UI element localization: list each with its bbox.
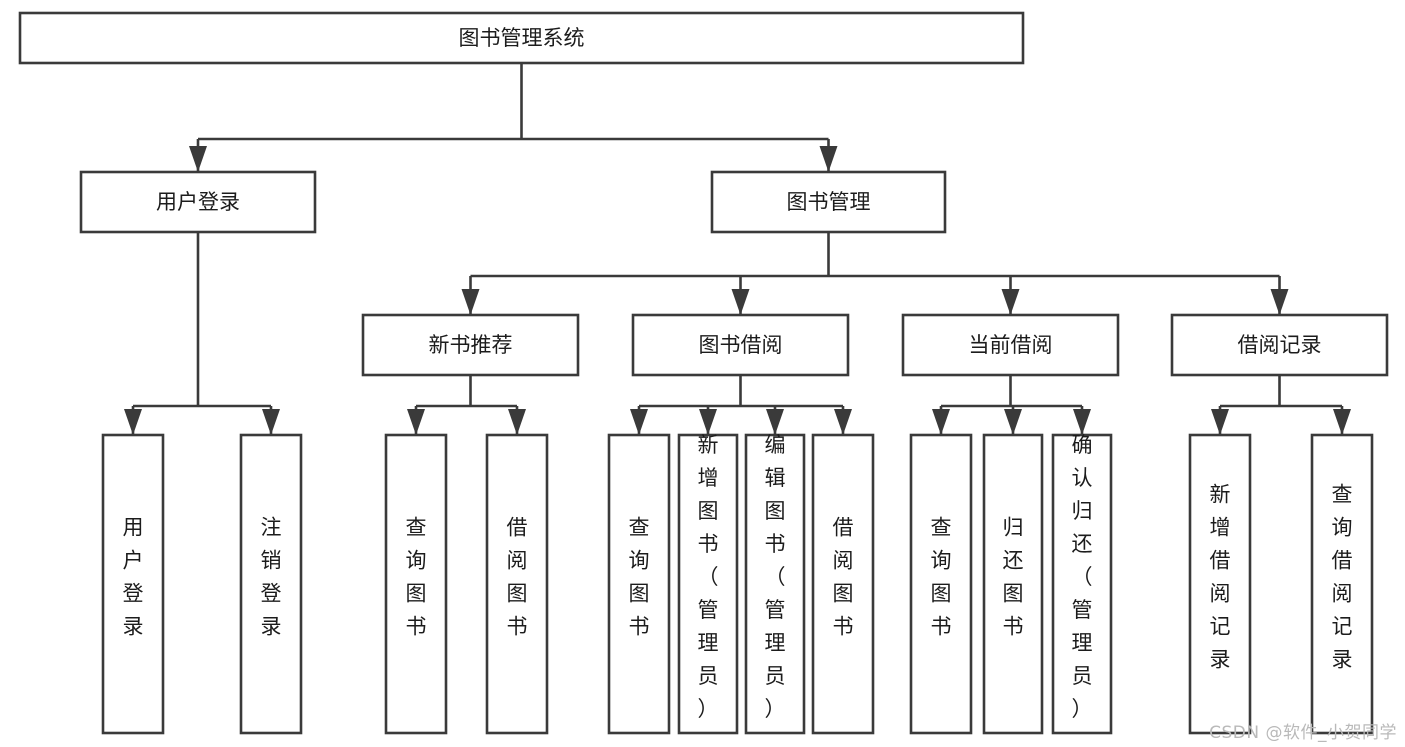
node-label-leaf-edit-book-admin: 编辑图书（管理员） (765, 433, 786, 721)
arrow-head (1004, 409, 1022, 435)
node-leaf-query-book-borrow[interactable]: 查询图书 (607, 433, 671, 735)
node-label-leaf-add-borrow-record: 新增借阅记录 (1210, 483, 1231, 672)
node-box-new-book-recommend (361, 313, 580, 377)
node-leaf-add-borrow-record[interactable]: 新增借阅记录 (1188, 433, 1252, 735)
node-label-root: 图书管理系统 (459, 26, 585, 50)
nodes-layer: 图书管理系统用户登录图书管理新书推荐图书借阅当前借阅借阅记录用户登录注销登录查询… (18, 11, 1389, 735)
node-label-leaf-add-book-admin: 新增图书（管理员） (698, 433, 719, 721)
arrow-head (1333, 409, 1351, 435)
node-leaf-borrow-book[interactable]: 借阅图书 (811, 433, 875, 735)
node-current-borrow[interactable]: 当前借阅 (901, 313, 1120, 377)
arrow-head (189, 146, 207, 172)
arrow-head (262, 409, 280, 435)
node-box-leaf-query-book-borrow (607, 433, 671, 735)
arrow-head (1001, 289, 1020, 315)
arrow-head (1270, 289, 1289, 315)
arrow-head (407, 409, 425, 435)
arrow-head (1073, 409, 1091, 435)
node-box-leaf-borrow-book (811, 433, 875, 735)
arrow-head (124, 409, 142, 435)
node-label-new-book-recommend: 新书推荐 (429, 333, 513, 357)
arrow-head (461, 289, 480, 315)
node-label-leaf-query-borrow-record: 查询借阅记录 (1332, 483, 1353, 672)
node-label-leaf-confirm-return-admin: 确认归还（管理员） (1072, 433, 1093, 721)
arrow-head (1211, 409, 1229, 435)
node-label-leaf-borrow-book-recommend: 借阅图书 (507, 516, 528, 639)
node-leaf-edit-book-admin[interactable]: 编辑图书（管理员） (744, 433, 806, 735)
node-user-login[interactable]: 用户登录 (79, 170, 317, 234)
node-box-leaf-user-logout (239, 433, 303, 735)
node-box-leaf-confirm-return-admin (1051, 433, 1113, 735)
watermark-text: CSDN @软件_小贺同学 (1209, 723, 1397, 743)
node-leaf-query-book-current[interactable]: 查询图书 (909, 433, 973, 735)
arrow-head (932, 409, 950, 435)
arrow-head (699, 409, 717, 435)
arrow-head (834, 409, 852, 435)
node-label-leaf-borrow-book: 借阅图书 (833, 516, 854, 639)
node-label-user-login: 用户登录 (156, 190, 240, 214)
node-box-leaf-edit-book-admin (744, 433, 806, 735)
node-box-leaf-query-borrow-record (1310, 433, 1374, 735)
node-label-current-borrow: 当前借阅 (969, 333, 1053, 357)
node-box-leaf-query-book-current (909, 433, 973, 735)
node-book-manage[interactable]: 图书管理 (710, 170, 947, 234)
node-label-book-borrow: 图书借阅 (699, 333, 783, 357)
node-label-book-manage: 图书管理 (787, 190, 871, 214)
node-box-leaf-user-login (101, 433, 165, 735)
node-label-leaf-query-book-recommend: 查询图书 (406, 516, 427, 639)
node-new-book-recommend[interactable]: 新书推荐 (361, 313, 580, 377)
node-leaf-user-logout[interactable]: 注销登录 (239, 433, 303, 735)
node-label-leaf-query-book-current: 查询图书 (931, 516, 952, 639)
node-leaf-confirm-return-admin[interactable]: 确认归还（管理员） (1051, 433, 1113, 735)
node-label-leaf-user-login: 用户登录 (123, 516, 144, 639)
node-leaf-query-borrow-record[interactable]: 查询借阅记录 (1310, 433, 1374, 735)
connectors-layer (124, 63, 1351, 435)
node-leaf-query-book-recommend[interactable]: 查询图书 (384, 433, 448, 735)
arrow-head (508, 409, 526, 435)
node-root[interactable]: 图书管理系统 (18, 11, 1025, 65)
arrow-head (819, 146, 838, 172)
node-label-leaf-return-book: 归还图书 (1003, 516, 1024, 639)
node-box-leaf-add-book-admin (677, 433, 739, 735)
node-book-borrow[interactable]: 图书借阅 (631, 313, 850, 377)
node-label-leaf-user-logout: 注销登录 (261, 516, 282, 639)
arrow-head (766, 409, 784, 435)
node-box-current-borrow (901, 313, 1120, 377)
node-box-book-borrow (631, 313, 850, 377)
node-leaf-add-book-admin[interactable]: 新增图书（管理员） (677, 433, 739, 735)
arrow-head (731, 289, 750, 315)
arrow-head (630, 409, 648, 435)
node-box-book-manage (710, 170, 947, 234)
node-box-leaf-query-book-recommend (384, 433, 448, 735)
node-borrow-record[interactable]: 借阅记录 (1170, 313, 1389, 377)
node-box-leaf-return-book (982, 433, 1044, 735)
node-leaf-borrow-book-recommend[interactable]: 借阅图书 (485, 433, 549, 735)
node-box-borrow-record (1170, 313, 1389, 377)
node-label-leaf-query-book-borrow: 查询图书 (629, 516, 650, 639)
node-leaf-user-login[interactable]: 用户登录 (101, 433, 165, 735)
node-box-leaf-borrow-book-recommend (485, 433, 549, 735)
node-label-borrow-record: 借阅记录 (1238, 333, 1322, 357)
node-box-root (18, 11, 1025, 65)
node-box-user-login (79, 170, 317, 234)
node-leaf-return-book[interactable]: 归还图书 (982, 433, 1044, 735)
node-box-leaf-add-borrow-record (1188, 433, 1252, 735)
